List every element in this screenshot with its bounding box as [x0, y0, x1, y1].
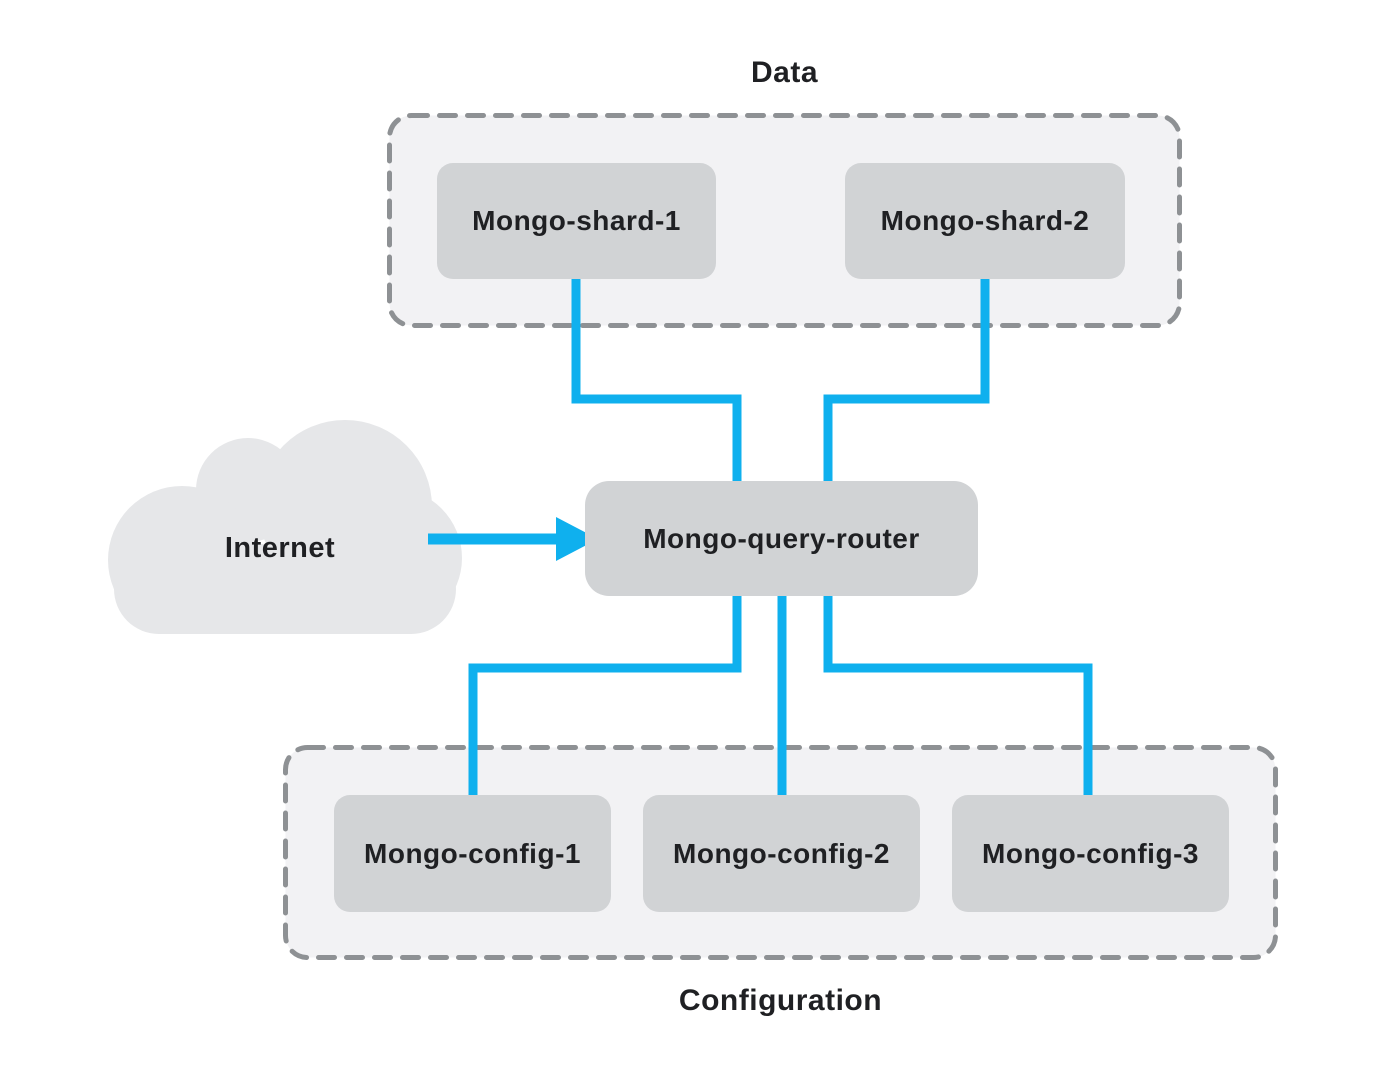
edge-shard2-router [823, 278, 990, 482]
node-mongo-config-1: Mongo-config-1 [334, 795, 611, 912]
node-mongo-config-3: Mongo-config-3 [952, 795, 1229, 912]
node-mongo-query-router: Mongo-query-router [585, 481, 978, 596]
connector-lines [468, 278, 1093, 797]
configuration-group-label: Configuration [678, 984, 883, 1017]
edge-router-config3 [823, 595, 1093, 797]
edge-internet-router-arrow [428, 517, 598, 561]
internet-cloud-icon [108, 420, 462, 634]
node-mongo-shard-2: Mongo-shard-2 [845, 163, 1125, 279]
edge-router-config1 [468, 595, 742, 797]
edge-shard1-router [571, 278, 742, 482]
node-mongo-config-2: Mongo-config-2 [643, 795, 920, 912]
internet-label: Internet [224, 532, 336, 564]
node-mongo-shard-1: Mongo-shard-1 [437, 163, 716, 279]
data-group-label: Data [750, 56, 819, 89]
